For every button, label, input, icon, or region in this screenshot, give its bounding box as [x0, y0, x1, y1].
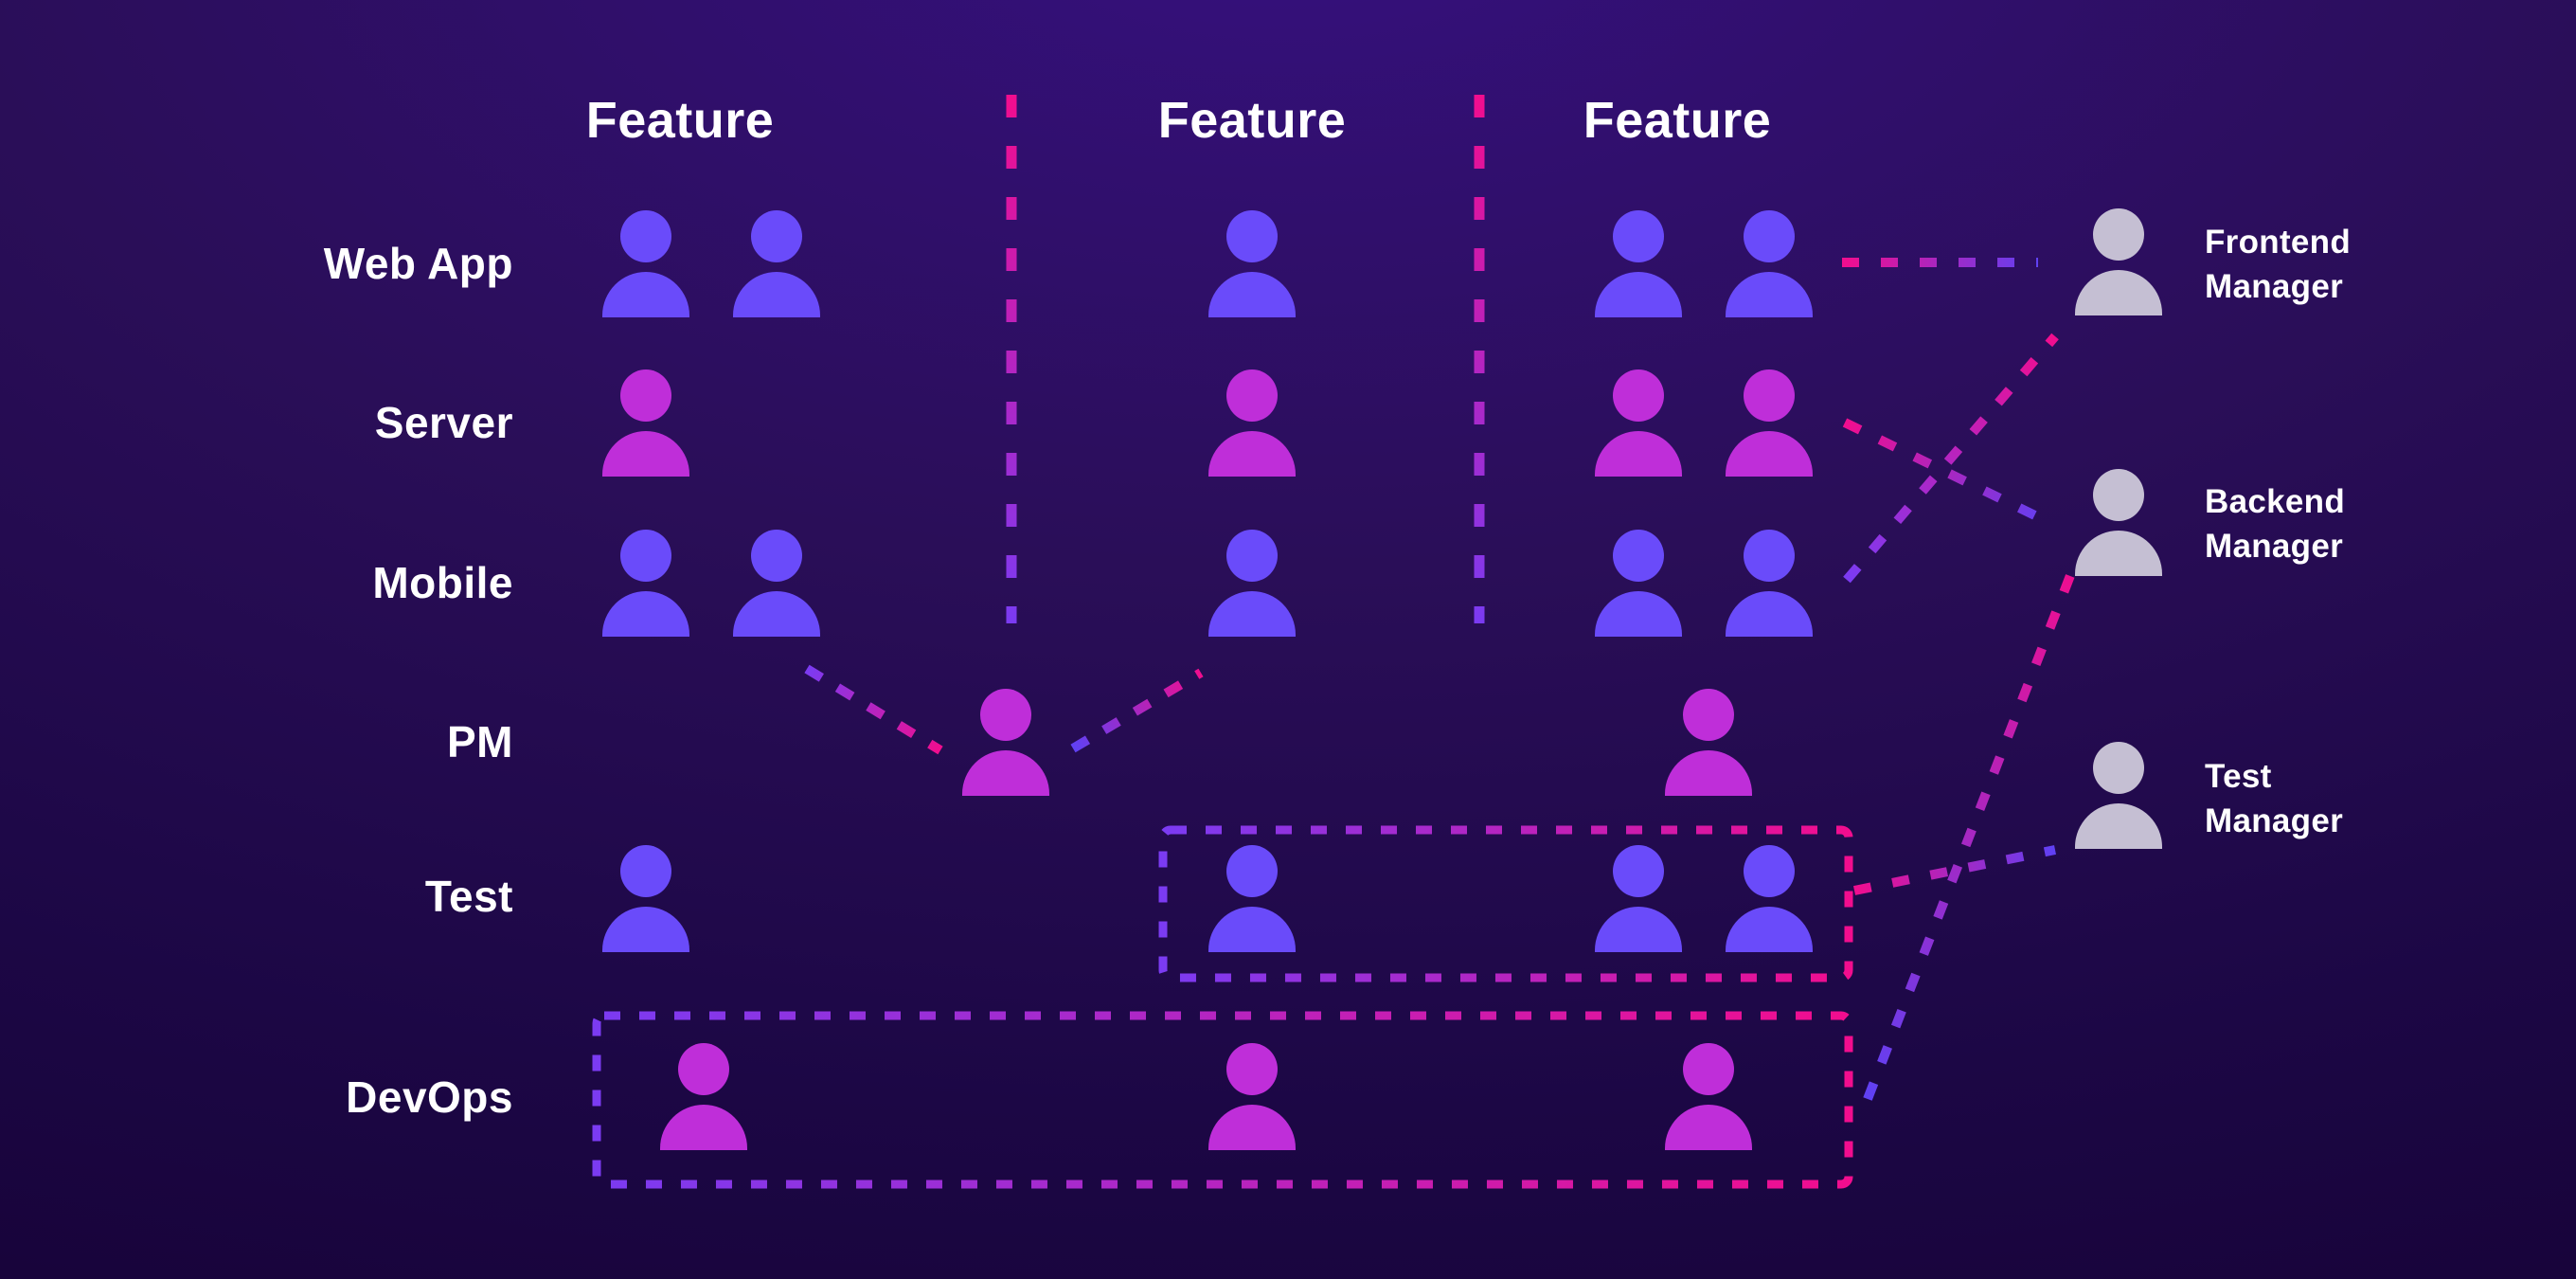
mobile-person-icon [1595, 530, 1682, 637]
mobile-to-frontend-manager-line [1843, 333, 2059, 584]
test-manager-icon [2075, 742, 2162, 849]
person-body [1595, 431, 1682, 477]
test-box-to-test-manager-line [1853, 845, 2056, 895]
person-head [1744, 845, 1795, 897]
person-head [1613, 845, 1664, 897]
person-body [660, 1105, 747, 1150]
row-label-mobile: Mobile [372, 558, 513, 607]
person-body [1726, 591, 1813, 637]
frontend-manager-label: Frontend Manager [2205, 224, 2352, 305]
person-head [1226, 369, 1278, 422]
person-body [602, 431, 689, 477]
person-head [980, 689, 1031, 741]
row-label-pm: PM [447, 717, 513, 766]
test-person-icon [1595, 845, 1682, 952]
person-body [733, 591, 820, 637]
backend-manager-label: Backend Manager [2205, 483, 2345, 565]
webapp-person-icon [1726, 210, 1813, 317]
pm-right-link-line [1070, 668, 1204, 753]
person-head [620, 530, 671, 582]
mobile-person-icon [1726, 530, 1813, 637]
person-body [1208, 591, 1296, 637]
test-person-icon [602, 845, 689, 952]
person-body [602, 907, 689, 952]
person-body [602, 591, 689, 637]
person-head [2093, 742, 2144, 794]
person-body [962, 750, 1049, 796]
person-head [1226, 1043, 1278, 1095]
person-body [1595, 591, 1682, 637]
person-head [2093, 469, 2144, 521]
person-head [678, 1043, 729, 1095]
pm-person-icon [962, 689, 1049, 796]
pm-left-link-line [804, 664, 943, 755]
mobile-person-icon [733, 530, 820, 637]
person-body [1595, 907, 1682, 952]
server-to-backend-manager-line [1842, 418, 2053, 528]
webapp-person-icon [602, 210, 689, 317]
person-head [620, 210, 671, 262]
server-person-icon [1595, 369, 1682, 477]
person-head [1744, 210, 1795, 262]
person-body [1208, 907, 1296, 952]
mobile-person-icon [1208, 530, 1296, 637]
person-body [2075, 803, 2162, 849]
test-person-icon [1208, 845, 1296, 952]
row-label-devops: DevOps [346, 1072, 513, 1122]
person-head [620, 369, 671, 422]
test-person-icon [1726, 845, 1813, 952]
person-body [2075, 270, 2162, 315]
person-body [1595, 272, 1682, 317]
devops-person-icon [660, 1043, 747, 1150]
person-head [1226, 845, 1278, 897]
person-body [733, 272, 820, 317]
person-head [1613, 369, 1664, 422]
backend-manager-icon [2075, 469, 2162, 576]
person-head [751, 210, 802, 262]
person-head [1613, 530, 1664, 582]
person-body [1665, 1105, 1752, 1150]
person-head [1226, 210, 1278, 262]
person-body [1726, 272, 1813, 317]
person-body [1726, 431, 1813, 477]
person-body [1208, 431, 1296, 477]
person-head [1683, 1043, 1734, 1095]
webapp-person-icon [1208, 210, 1296, 317]
person-head [1744, 369, 1795, 422]
person-body [1208, 272, 1296, 317]
server-person-icon [1208, 369, 1296, 477]
devops-person-icon [1665, 1043, 1752, 1150]
feature-header-2: Feature [1157, 92, 1347, 149]
pm-person-icon [1665, 689, 1752, 796]
feature-header-1: Feature [585, 92, 775, 149]
row-label-server: Server [374, 398, 513, 447]
row-label-webapp: Web App [323, 239, 513, 288]
person-head [1744, 530, 1795, 582]
person-head [620, 845, 671, 897]
frontend-manager-icon [2075, 208, 2162, 315]
test-team-box [1158, 825, 1853, 982]
person-head [1683, 689, 1734, 741]
server-person-icon [602, 369, 689, 477]
person-body [2075, 531, 2162, 576]
test-manager-label: Test Manager [2205, 758, 2344, 839]
person-head [751, 530, 802, 582]
devops-box-to-backend-manager-line [1863, 559, 2081, 1101]
feature-header-3: Feature [1583, 92, 1772, 149]
webapp-person-icon [733, 210, 820, 317]
row-label-test: Test [424, 872, 513, 921]
person-body [1665, 750, 1752, 796]
person-head [2093, 208, 2144, 261]
person-head [1226, 530, 1278, 582]
mobile-person-icon [602, 530, 689, 637]
person-body [1726, 907, 1813, 952]
webapp-person-icon [1595, 210, 1682, 317]
person-body [602, 272, 689, 317]
person-head [1613, 210, 1664, 262]
devops-team-box [592, 1011, 1853, 1189]
person-body [1208, 1105, 1296, 1150]
devops-person-icon [1208, 1043, 1296, 1150]
server-person-icon [1726, 369, 1813, 477]
